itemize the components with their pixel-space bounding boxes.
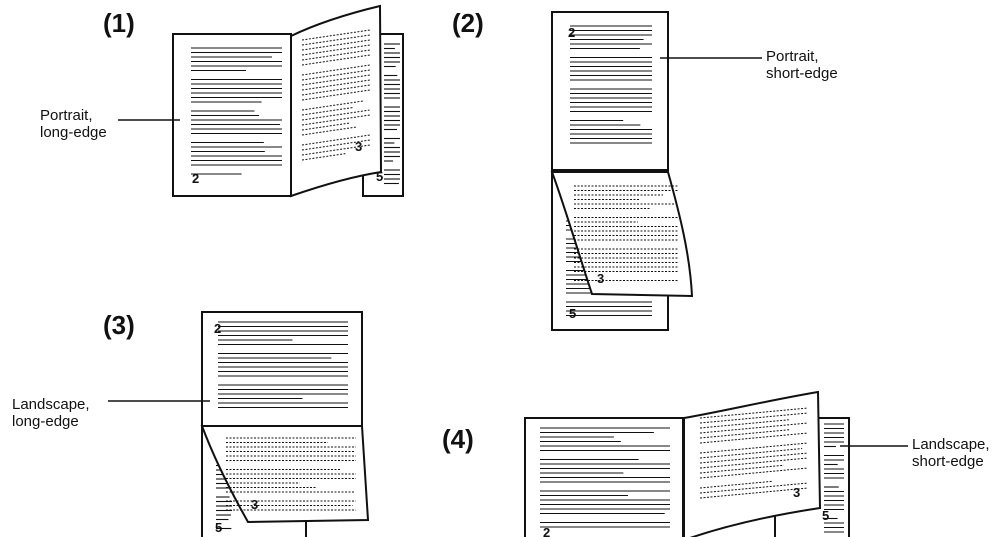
text-line	[301, 109, 370, 121]
panel-4-number: (4)	[442, 424, 474, 454]
panel-3-label-line1: Landscape,	[12, 396, 90, 413]
text-line	[699, 422, 809, 434]
panel-1-label-line1: Portrait,	[40, 107, 93, 124]
panel-3-number: (3)	[103, 310, 135, 340]
text-line	[699, 480, 773, 489]
panel-1-page-right-front: 3	[355, 139, 362, 154]
panel-4-curled-text-lines	[699, 407, 809, 499]
text-line	[699, 452, 809, 464]
panel-4-label-line2: short-edge	[912, 453, 984, 470]
panel-3-page-bottom-front: 3	[251, 497, 258, 512]
panel-4-left-text-lines	[540, 427, 670, 528]
panel-3-top-text-lines	[218, 321, 348, 409]
text-line	[301, 153, 346, 161]
text-line	[699, 407, 809, 419]
panel-3-page-bottom-back: 5	[215, 520, 222, 535]
panel-3-curled-page	[200, 425, 370, 524]
text-line	[301, 89, 371, 101]
panel-3-top-page	[201, 311, 363, 427]
panel-2-illustration: 2 3 5	[550, 11, 762, 331]
panel-1-back-text-lines	[384, 43, 400, 185]
text-line	[301, 39, 371, 51]
text-line	[301, 79, 371, 91]
text-line	[301, 84, 371, 96]
text-line	[301, 144, 371, 156]
panel-2-page-top: 2	[568, 25, 575, 40]
panel-4-illustration: 2 3 5	[524, 390, 908, 537]
panel-2-page-bottom-front: 3	[597, 271, 604, 286]
panel-1-left-text-lines	[191, 47, 282, 175]
panel-2-curled-text-lines	[574, 185, 678, 281]
text-line	[699, 457, 809, 469]
text-line	[301, 139, 371, 151]
text-line	[301, 64, 371, 76]
text-line	[301, 69, 371, 81]
panel-4-page-left: 2	[543, 525, 550, 537]
text-line	[699, 482, 809, 494]
panel-4-curled-page	[683, 390, 822, 537]
panel-4-page-right-front: 3	[793, 485, 800, 500]
panel-3-curled-text-lines	[226, 437, 356, 511]
panel-1-curled-text-lines	[301, 29, 371, 161]
panel-2-top-page	[551, 11, 669, 171]
text-line	[301, 106, 354, 116]
panel-1-illustration: 2 3 5	[118, 4, 404, 198]
text-line	[301, 49, 371, 61]
text-line	[699, 419, 789, 429]
text-line	[301, 54, 371, 66]
panel-1-curled-page	[290, 4, 383, 198]
text-line	[301, 44, 371, 56]
panel-2-top-text-lines	[570, 25, 652, 144]
text-line	[699, 442, 809, 454]
text-line	[699, 448, 803, 459]
panel-1-page-right-back: 5	[376, 169, 383, 184]
text-line	[699, 487, 809, 499]
text-line	[301, 122, 350, 131]
panel-1-number: (1)	[103, 8, 135, 38]
panel-3-page-top: 2	[214, 321, 221, 336]
panel-4-page-right-back: 5	[822, 508, 829, 523]
panel-4-back-text-lines	[824, 423, 844, 533]
panel-2-label: Portrait, short-edge	[766, 48, 838, 82]
panel-1-label: Portrait, long-edge	[40, 107, 107, 141]
panel-1-page-left: 2	[192, 171, 199, 186]
panel-2-page-bottom-back: 5	[569, 306, 576, 321]
panel-3-label-line2: long-edge	[12, 413, 79, 430]
text-line	[699, 429, 791, 439]
text-line	[699, 467, 809, 479]
panel-3-label: Landscape, long-edge	[12, 396, 90, 430]
panel-3-illustration: 2 3 5	[108, 311, 370, 537]
text-line	[699, 432, 809, 444]
panel-2-number: (2)	[452, 8, 484, 38]
text-line	[301, 134, 371, 146]
panel-2-label-line1: Portrait,	[766, 48, 819, 65]
panel-4-label: Landscape, short-edge	[912, 436, 990, 470]
text-line	[301, 114, 371, 126]
text-line	[699, 464, 784, 474]
text-line	[301, 74, 371, 86]
panel-4-label-line1: Landscape,	[912, 436, 990, 453]
text-line	[699, 412, 809, 424]
panel-2-label-line2: short-edge	[766, 65, 838, 82]
panel-1-label-line2: long-edge	[40, 124, 107, 141]
text-line	[301, 29, 371, 41]
text-line	[301, 34, 371, 46]
